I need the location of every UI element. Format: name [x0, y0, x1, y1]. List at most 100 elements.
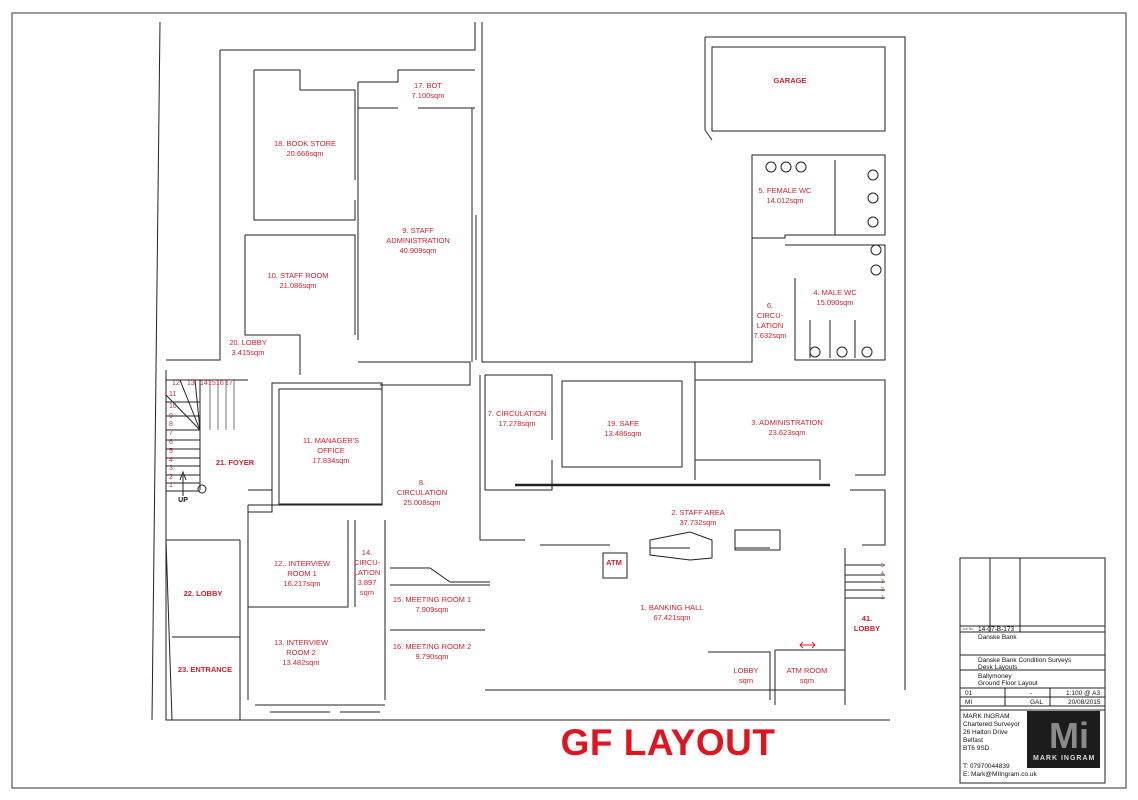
room-label-line: 13. INTERVIEW — [273, 638, 329, 647]
postcode: BT6 9SD — [963, 745, 990, 752]
room-label-foyer: 21. FOYER — [216, 458, 254, 468]
phone: T: 07970044839 — [963, 763, 1010, 770]
room-label-line: 9. STAFF — [402, 226, 434, 235]
room-label-line: 3. ADMINISTRATION — [751, 418, 823, 427]
stair-step-number: 4 — [169, 457, 173, 464]
room-label-line: 9.790sqm — [415, 652, 449, 661]
room-label-line: 40.909sqm — [399, 246, 437, 255]
room-label-line: 11. MANAGER'S — [302, 436, 360, 445]
stair-step-number: 4 — [881, 571, 884, 577]
room-label-line: 5. FEMALE WC — [758, 186, 812, 195]
room-label-line: 2. STAFF AREA — [671, 508, 725, 517]
stair-step-number: 1 — [881, 595, 884, 601]
stair-step-number: 11 — [169, 391, 177, 398]
room-label-line: 18. BOOK STORE — [274, 139, 336, 148]
scale: 1:100 @ A3 — [1066, 690, 1101, 697]
room-label-line: 16. MEETING ROOM 2 — [392, 642, 472, 651]
title-line-1: Ballymoney — [978, 673, 1012, 680]
room-label-line: 16.217sqm — [283, 579, 321, 588]
room-label-line: 17.278sqm — [498, 419, 536, 428]
drawn-by: MI — [965, 699, 973, 706]
room-label-line: 13.486sqm — [604, 429, 642, 438]
company-logo: Mi MARK INGRAM — [1027, 711, 1100, 768]
room-label-garage: GARAGE — [774, 76, 807, 86]
room-label-line: 1. BANKING HALL — [640, 603, 704, 612]
room-label-line: 14. — [361, 548, 373, 557]
company-name: MARK INGRAM — [963, 713, 1010, 720]
room-label-line: 7. CIRCULATION — [487, 409, 547, 418]
room-label-line: 4. MALE WC — [813, 288, 857, 297]
address-line-1: 26 Halton Drive — [963, 729, 1008, 736]
room-label-line: ATM — [606, 558, 622, 567]
stair-step-number: 16 — [216, 380, 224, 387]
room-label-lobby-41: 41.LOBBY — [854, 614, 880, 634]
stair-step-number: 17 — [225, 380, 233, 387]
room-label-line: sqm — [359, 588, 375, 597]
address-line-2: Belfast — [963, 737, 983, 744]
room-label-atm: ATM — [606, 558, 622, 568]
revision: - — [1030, 690, 1033, 697]
room-label-entrance: 23. ENTRANCE — [178, 665, 232, 675]
email: E: Mark@MIIngram.co.uk — [963, 771, 1037, 778]
room-label-line: CIRCU- — [756, 311, 784, 320]
room-label-line: 20. LOBBY — [229, 338, 267, 347]
room-label-line: OFFICE — [317, 446, 345, 455]
room-label-line: 17.834sqm — [312, 456, 350, 465]
room-label-line: 67.421sqm — [653, 613, 691, 622]
room-label-line: ATM ROOM — [786, 666, 828, 675]
room-label-line: 21.086sqm — [279, 281, 317, 290]
room-label-lobby-22: 22. LOBBY — [184, 589, 223, 599]
company-role: Chartered Surveyor — [963, 721, 1020, 728]
room-label-line: ROOM 1 — [287, 569, 317, 578]
room-label-line: LATION — [756, 321, 784, 330]
room-label-line: 19. SAFE — [606, 419, 640, 428]
room-label-line: 25.008sqm — [403, 498, 441, 507]
stair-step-number: 5 — [881, 563, 884, 569]
room-label-line: CIRCU- — [353, 558, 381, 567]
room-label-line: sqm — [738, 676, 754, 685]
job-number: 14-07-B-173 — [978, 626, 1015, 633]
project-line-2: Desk Layouts — [978, 664, 1018, 671]
project-line-1: Danske Bank Condition Surveys — [978, 657, 1072, 664]
room-label-line: 7.909sqm — [415, 605, 449, 614]
stair-step-number: 15 — [208, 380, 216, 387]
room-label-line: 7.100sqm — [411, 91, 445, 100]
stair-step-number: 7 — [169, 430, 173, 437]
stair-step-number: 6 — [169, 439, 173, 446]
stair-step-number: 9 — [169, 413, 173, 420]
date: 20/08/2015 — [1068, 699, 1101, 706]
drawing-title: GF LAYOUT — [560, 722, 776, 763]
room-label-line: CIRCULATION — [396, 488, 448, 497]
room-label-line: 13.482sqm — [282, 658, 320, 667]
room-label-line: 23. ENTRANCE — [177, 665, 233, 674]
room-label-line: 3.415sqm — [231, 348, 265, 357]
room-label-line: 7.632sqm — [753, 331, 787, 340]
room-label-line: LOBBY — [853, 624, 881, 633]
room-label-line: 22. LOBBY — [183, 589, 223, 598]
title-line-2: Ground Floor Layout — [978, 680, 1038, 687]
stair-step-number: 1 — [169, 482, 173, 489]
drawing-number: 01 — [965, 690, 973, 697]
room-label-line: 6. — [766, 301, 774, 310]
room-label-line: 10. STAFF ROOM — [267, 271, 329, 280]
stair-step-number: 14 — [200, 380, 208, 387]
room-label-line: 8. — [418, 478, 426, 487]
room-label-line: 37.732sqm — [679, 518, 717, 527]
